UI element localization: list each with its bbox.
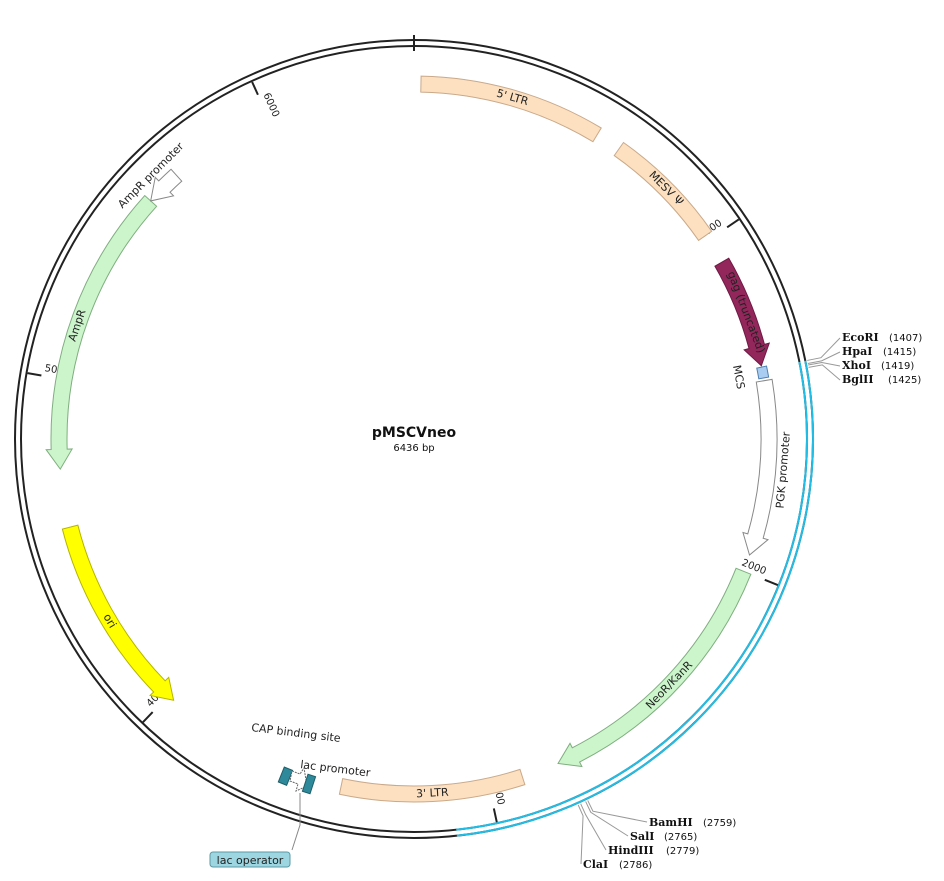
feature-neo: [557, 567, 752, 768]
feature-label-mcs: MCS: [730, 364, 747, 390]
feature-label-ltr3: 3' LTR: [416, 786, 449, 801]
site-leader: [580, 803, 607, 851]
site-position: (1419): [881, 361, 914, 372]
site-name: EcoRI: [842, 331, 879, 344]
site-position: (2786): [619, 860, 652, 871]
site-position: (2779): [666, 846, 699, 857]
site-leader: [807, 337, 841, 361]
feature-pgk: [742, 378, 778, 556]
feature-mesv: [613, 141, 713, 242]
site-leader: [807, 351, 841, 365]
site-leader: [585, 801, 629, 837]
tick-mark: [726, 218, 740, 229]
site-labels-bottom: BamHI (2759) SalI (2765) HindIII (2779) …: [583, 816, 736, 871]
tick-mark: [251, 81, 259, 96]
feature-ltr3: [338, 768, 526, 803]
site-name: BglII: [842, 373, 873, 386]
site-position: (1425): [888, 375, 921, 386]
feature-label-neo: NeoR/KanR: [643, 658, 695, 712]
lac-operator-label: lac operator: [217, 854, 284, 867]
site-leaders: [577, 337, 841, 865]
tick-label: 6000: [260, 91, 281, 119]
cap-binding-site-label: CAP binding site: [251, 721, 342, 745]
site-position: (2765): [664, 832, 697, 843]
site-leader: [808, 361, 841, 367]
site-position: (1415): [883, 347, 916, 358]
tick-mark: [142, 711, 154, 723]
feature-mcs: [756, 365, 770, 380]
site-position: (1407): [889, 333, 922, 344]
highlight-arc-outer: [456, 360, 814, 837]
site-name: ClaI: [583, 858, 608, 871]
feature-label-ori: ori: [100, 611, 119, 630]
site-name: BamHI: [649, 816, 693, 829]
feature-amprp: [150, 168, 183, 202]
site-labels-top: EcoRI (1407) HpaI (1415) XhoI (1419) Bgl…: [842, 331, 922, 386]
tick-mark: [27, 372, 42, 377]
lac-operator-box: [301, 773, 317, 795]
site-position: (2759): [703, 818, 736, 829]
tick-mark: [764, 578, 779, 586]
tick-mark: [492, 808, 498, 823]
feature-gag: [714, 257, 771, 367]
feature-label-mesv: MESV Ψ: [646, 168, 686, 208]
plasmid-size: 6436 bp: [393, 443, 434, 454]
site-leader: [808, 364, 841, 381]
feature-label-pgk: PGK promoter: [773, 431, 792, 509]
cap-binding-site: [277, 766, 294, 786]
highlight-arc-inner: [456, 361, 808, 831]
site-leader: [587, 800, 648, 823]
site-name: XhoI: [842, 359, 871, 372]
site-name: HpaI: [842, 345, 872, 358]
plasmid-name: pMSCVneo: [372, 425, 457, 441]
lac-promoter-arrow: [289, 766, 308, 792]
feature-label-gag: gag (truncated): [725, 270, 768, 355]
site-leader: [577, 804, 584, 865]
feature-ori: [61, 524, 175, 701]
lac-operator-leader: [291, 793, 301, 851]
site-name: HindIII: [608, 844, 654, 857]
feature-ltr5: [420, 75, 602, 143]
feature-ampr: [45, 194, 158, 471]
lac-operator-badge: [209, 851, 291, 868]
site-name: SalI: [630, 830, 654, 843]
